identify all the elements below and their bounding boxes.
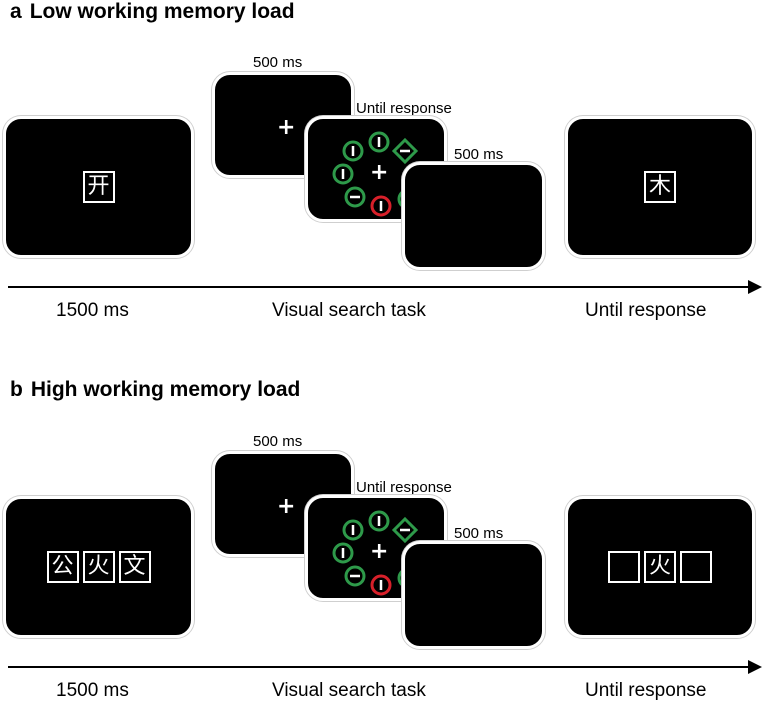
blank-duration: 500 ms: [454, 146, 504, 163]
blank-screen: [402, 162, 545, 270]
probe-char: 木: [644, 171, 676, 203]
distractor-circle: [342, 519, 364, 541]
search-duration: Until response: [356, 100, 452, 117]
target-circle: [370, 574, 392, 596]
probe-char: [680, 551, 712, 583]
search-duration: Until response: [356, 479, 452, 496]
search-array: [332, 510, 419, 596]
memory-items: 公 火 文: [46, 551, 151, 583]
probe-items: 木: [644, 171, 676, 203]
fixation-duration: 500 ms: [253, 433, 303, 450]
fixation-cross: +: [277, 494, 296, 519]
probe-char: 火: [644, 551, 676, 583]
memory-char: 火: [82, 551, 115, 583]
timeline-label-search: Visual search task: [272, 300, 426, 321]
distractor-circle: [368, 510, 390, 532]
blank-duration: 500 ms: [454, 525, 504, 542]
distractor-circle: [368, 131, 390, 153]
search-fixation-cross: +: [370, 539, 389, 564]
timeline-label-first: 1500 ms: [56, 300, 129, 321]
timeline-label-probe: Until response: [585, 300, 707, 321]
memory-char: 公: [46, 551, 79, 583]
memory-char: 文: [118, 551, 151, 583]
target-circle: [370, 195, 392, 217]
timeline-label-search: Visual search task: [272, 680, 426, 701]
first-screen: 开: [3, 116, 194, 258]
timeline-label-first: 1500 ms: [56, 680, 129, 701]
blank-screen: [402, 541, 545, 649]
singleton-diamond: [391, 137, 419, 165]
search-fixation-cross: +: [370, 160, 389, 185]
distractor-circle: [344, 186, 366, 208]
distractor-circle: [332, 163, 354, 185]
distractor-circle: [342, 140, 364, 162]
memory-char: 开: [82, 171, 115, 203]
probe-char: [608, 551, 640, 583]
singleton-diamond: [391, 516, 419, 544]
fixation-cross: +: [277, 115, 296, 140]
fixation-duration: 500 ms: [253, 54, 303, 71]
time-arrow: [8, 280, 762, 294]
probe-screen: 木: [565, 116, 755, 258]
probe-items: 火: [608, 551, 712, 583]
distractor-circle: [344, 565, 366, 587]
memory-items: 开: [82, 171, 115, 203]
first-screen: 公 火 文: [3, 496, 194, 638]
distractor-circle: [332, 542, 354, 564]
time-arrow: [8, 660, 762, 674]
probe-screen: 火: [565, 496, 755, 638]
timeline-label-probe: Until response: [585, 680, 707, 701]
